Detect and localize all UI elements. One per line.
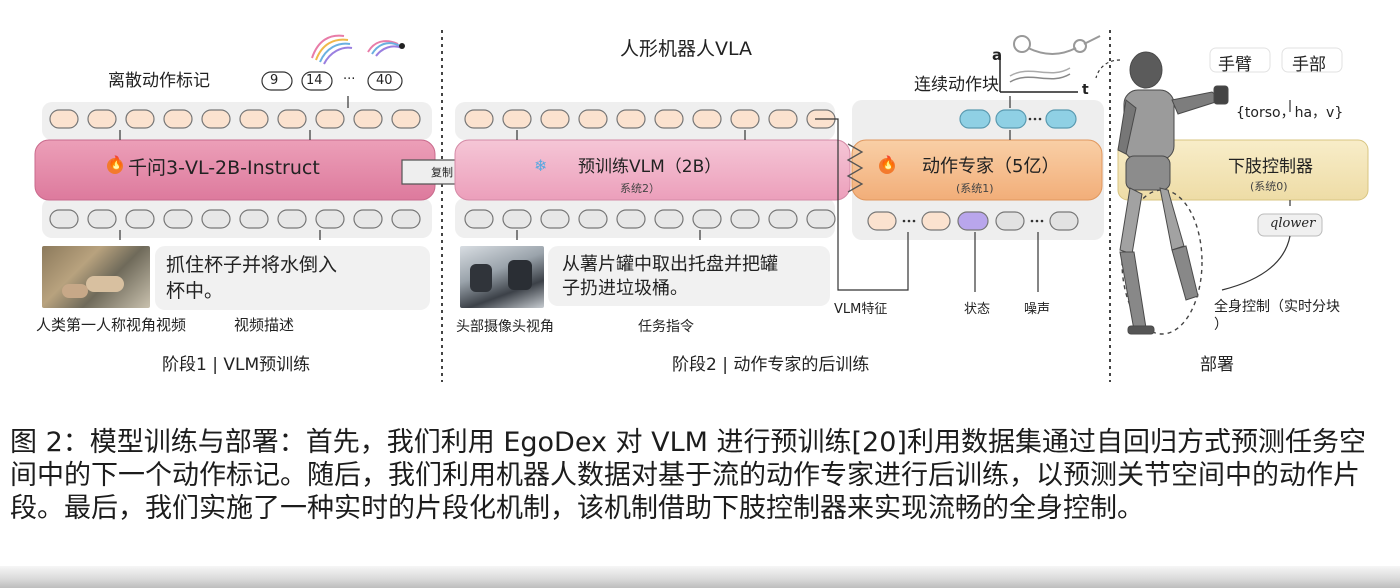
stage1-text-panel	[155, 246, 430, 310]
expert-output-tokens	[959, 109, 1077, 129]
stage2-instruction-line1: 从薯片罐中取出托盘并把罐	[562, 254, 778, 275]
stage2-vlm-name: 预训练VLM（2B）	[578, 157, 722, 177]
stage1-instruction-line2: 杯中。	[166, 280, 224, 302]
stage2-vlm-block	[454, 139, 851, 201]
stage1-input-tokens	[49, 209, 421, 229]
token	[49, 109, 79, 129]
stage1-output-tokens	[49, 109, 421, 129]
zigzag-connector	[846, 143, 864, 193]
snowflake-icon: ❄	[534, 156, 548, 175]
stage1-text-caption: 视频描述	[234, 316, 295, 334]
stage2-instruction-line2: 子扔进垃圾桶。	[562, 278, 688, 299]
hand-pill	[1281, 47, 1343, 73]
stage2-output-tokens	[464, 109, 836, 129]
controller-name: 下肢控制器	[1228, 157, 1313, 177]
controller-block	[1117, 139, 1369, 201]
vlm-feature-label: VLM特征	[834, 302, 888, 317]
token-id-2: 14	[306, 73, 323, 88]
token	[277, 109, 307, 129]
humanoid-robot	[1117, 51, 1229, 335]
token	[125, 109, 155, 129]
noise-label: 噪声	[1024, 302, 1051, 317]
robot-arm-sketch	[1013, 35, 1101, 55]
stage2-footer: 阶段2 | 动作专家的后训练	[672, 355, 870, 375]
expert-system: (系统1)	[956, 182, 994, 195]
axis-a: a	[992, 46, 1003, 64]
arm-label: 手臂	[1218, 55, 1252, 75]
token	[353, 109, 383, 129]
expert-block	[851, 139, 1103, 201]
fire-icon-shape	[107, 158, 123, 174]
token-id-ellipsis: ···	[343, 72, 356, 87]
hand-label: 手部	[1292, 55, 1326, 75]
token-id-3: 40	[376, 73, 393, 88]
token	[315, 109, 345, 129]
method-figure: 人形机器人VLA 离散动作标记 9 14 ··· 40 🔥 千问3-VL-2B-…	[34, 30, 1369, 382]
figure-title: 人形机器人VLA	[620, 38, 753, 60]
expert-name: 动作专家（5亿）	[922, 156, 1060, 177]
q-lower-label: qlower	[1270, 216, 1316, 231]
stage2-vlm-system: 系统2）	[620, 182, 660, 195]
head-camera-thumbnail	[460, 246, 544, 308]
page-edge-shadow	[0, 566, 1400, 588]
stage1-footer: 阶段1 | VLM预训练	[162, 355, 311, 375]
fire-icon: 🔥	[880, 156, 897, 171]
discrete-token-title: 离散动作标记	[108, 71, 210, 91]
stage1-vlm-name: 千问3-VL-2B-Instruct	[128, 157, 320, 179]
state-label: 状态	[964, 302, 991, 317]
token	[201, 109, 231, 129]
stage2-text-caption: 任务指令	[638, 319, 694, 335]
figure-graphics	[34, 30, 1369, 382]
torso-text: {torso，ha，v}	[1236, 105, 1344, 121]
fire-icon: 🔥	[108, 156, 125, 171]
fire-icon-shape-2	[879, 158, 895, 174]
stage2-input-tokens	[464, 209, 836, 229]
token	[163, 109, 193, 129]
stage2-image-caption: 头部摄像头视角	[456, 319, 554, 335]
arm-pill	[1209, 47, 1271, 73]
chunk-title: 连续动作块	[914, 75, 999, 95]
deploy-footer: 部署	[1200, 355, 1234, 375]
token-id-1: 9	[270, 73, 279, 88]
axis-t: t	[1082, 82, 1089, 98]
token	[391, 109, 421, 129]
stage1-instruction-line1: 抓住杯子并将水倒入	[166, 254, 338, 276]
trajectory-sketch-1	[311, 34, 353, 65]
stage1-image-caption: 人类第一人称视角视频	[36, 316, 187, 334]
figure-caption: 图 2：模型训练与部署：首先，我们利用 EgoDex 对 VLM 进行预训练[2…	[10, 427, 1366, 524]
chunk-axes	[999, 60, 1078, 93]
controller-system: (系统0)	[1250, 180, 1288, 193]
expert-input-tokens	[867, 211, 1079, 231]
trajectory-sketch-2	[367, 40, 405, 57]
stage2-text-panel	[548, 246, 830, 306]
whole-body-line2: ）	[1214, 317, 1228, 333]
egocentric-video-thumbnail	[42, 246, 150, 308]
token	[239, 109, 269, 129]
token	[87, 109, 117, 129]
copy-label: 复制	[431, 166, 453, 179]
whole-body-line1: 全身控制（实时分块	[1214, 299, 1340, 315]
